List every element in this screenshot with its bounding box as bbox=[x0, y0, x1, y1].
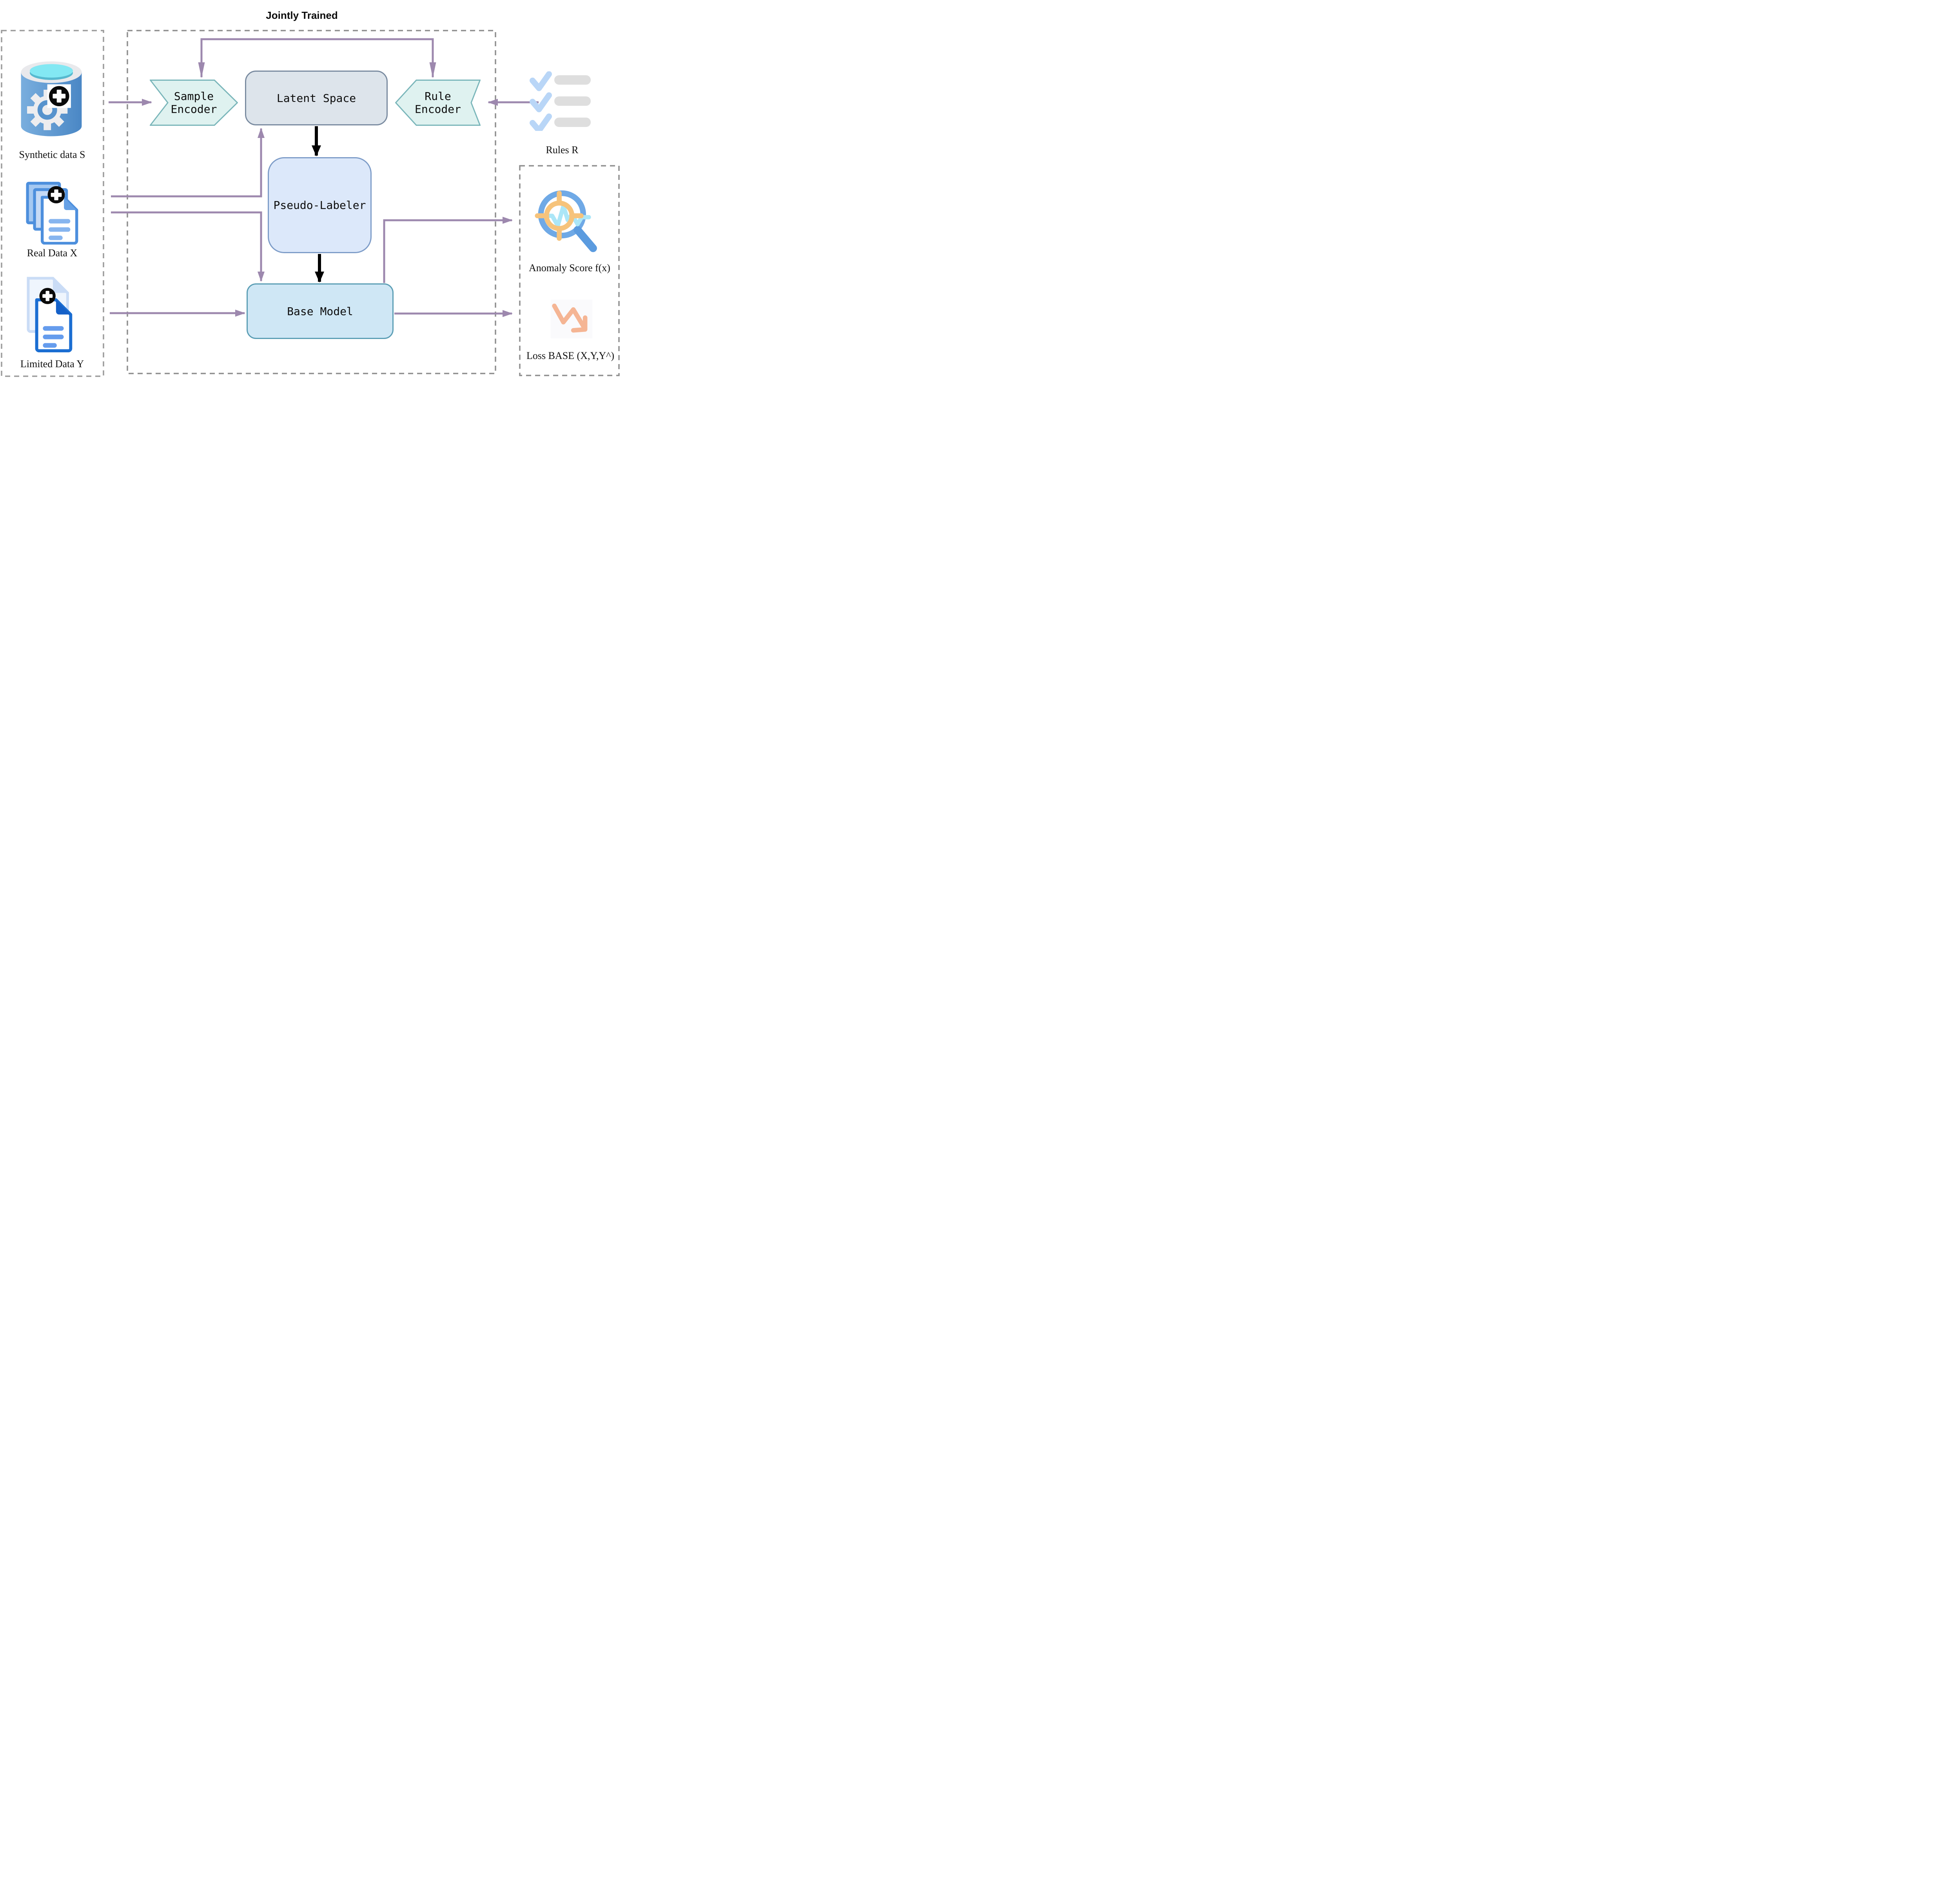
chevron-right-shape bbox=[150, 80, 238, 126]
latent-space-label: Latent Space bbox=[276, 91, 356, 105]
synthetic-data-label: Synthetic data S bbox=[19, 149, 85, 160]
sample-encoder-label-line2: Encoder bbox=[171, 103, 217, 116]
sample-encoder-label-line1: Sample bbox=[174, 89, 214, 103]
real-data-label: Real Data X bbox=[27, 247, 78, 259]
document-stack-plus-icon bbox=[24, 181, 83, 245]
latent-space-node: Latent Space bbox=[245, 71, 388, 125]
chevron-left-shape bbox=[395, 80, 481, 126]
rule-encoder-label-line2: Encoder bbox=[414, 103, 461, 116]
diagram-canvas: Jointly Trained bbox=[0, 0, 620, 378]
limited-data-label: Limited Data Y bbox=[20, 358, 84, 370]
checklist-icon bbox=[530, 71, 594, 134]
sample-encoder-node: Sample Encoder bbox=[150, 80, 238, 126]
base-model-node: Base Model bbox=[247, 283, 394, 339]
diagram-title: Jointly Trained bbox=[266, 9, 338, 21]
database-gear-plus-icon bbox=[18, 53, 85, 145]
outputs-panel-border bbox=[519, 165, 620, 376]
loss-label: Loss BASE (X,Y,Y^) bbox=[526, 350, 615, 361]
jointly-trained-panel-border bbox=[127, 30, 496, 374]
connector-base-model-to-anomaly-score bbox=[383, 217, 513, 283]
pseudo-labeler-label: Pseudo-Labeler bbox=[273, 199, 366, 212]
base-model-label: Base Model bbox=[287, 305, 353, 318]
rules-label: Rules R bbox=[546, 144, 579, 156]
anomaly-score-label: Anomaly Score f(x) bbox=[529, 262, 610, 274]
connector-real-data-to-base-model bbox=[111, 211, 265, 282]
left-panel-border bbox=[1, 30, 104, 377]
rule-encoder-node: Rule Encoder bbox=[395, 80, 481, 126]
rule-encoder-label-line1: Rule bbox=[425, 89, 451, 103]
connectors-layer bbox=[1, 30, 620, 377]
document-pair-plus-icon bbox=[24, 277, 82, 354]
connector-real-data-to-latent-space bbox=[111, 128, 265, 198]
downtrend-arrow-icon bbox=[549, 299, 594, 339]
pseudo-labeler-node: Pseudo-Labeler bbox=[268, 157, 372, 253]
magnifier-crosshair-wave-icon bbox=[532, 186, 597, 257]
